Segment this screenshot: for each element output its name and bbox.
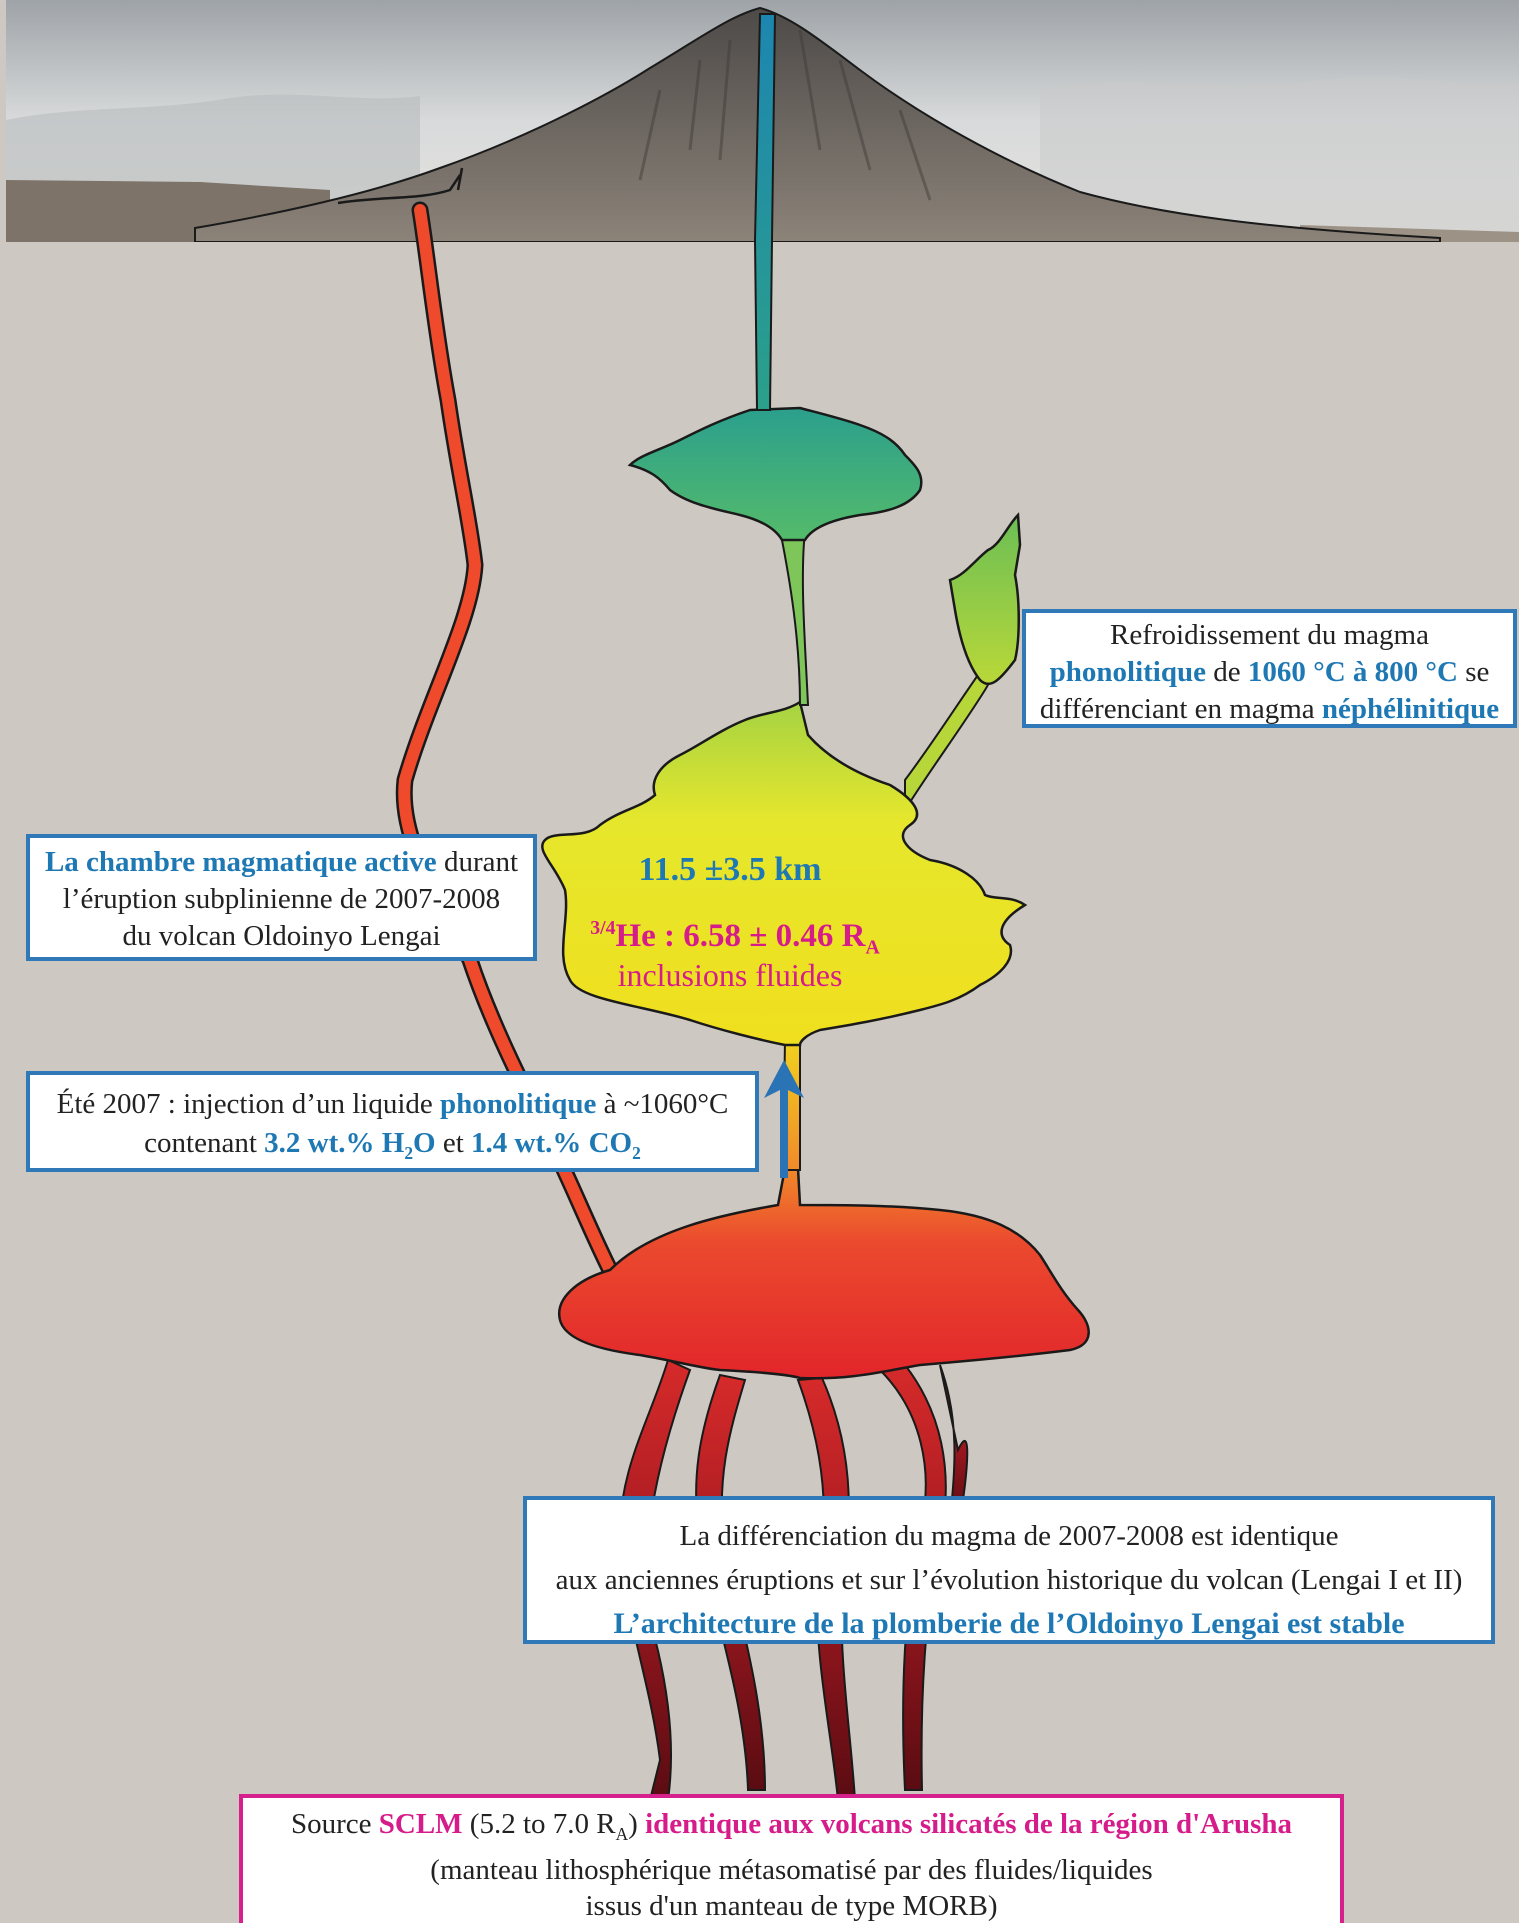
source-ratio-range: (5.2 to 7.0 RA) [469,1808,638,1844]
injection-phonolitique-term: phonolitique [440,1088,597,1120]
phonolitique-term: phonolitique [1049,656,1206,688]
helium-ratio-subscript: A [865,936,880,959]
lower-magma-chamber [557,1166,1090,1380]
helium-ratio-label: 3/4He : 6.58 ± 0.46 RA [565,906,905,970]
cooling-line-1: Refroidissement du magma [1110,619,1429,651]
injection-line-1: Été 2007 : injection d’un liquide phonol… [30,1085,755,1124]
source-line-3: issus d'un manteau de type MORB) [585,1889,998,1922]
stability-annotation-box: La différenciation du magma de 2007-2008… [523,1496,1495,1644]
active-chamber-annotation-box: La chambre magmatique active durant l’ér… [26,834,537,961]
helium-ratio-value: He : 6.58 ± 0.46 R [615,918,866,954]
differentiation-pocket [948,512,1022,686]
co2-content: 1.4 wt.% CO2 [471,1127,641,1163]
h2o-content: 3.2 wt.% H2O [264,1127,436,1163]
sclm-term: SCLM [378,1808,463,1840]
source-word: Source [290,1808,372,1840]
injection-annotation-box: Été 2007 : injection d’un liquide phonol… [26,1071,759,1172]
upper-magma-chamber [627,406,923,542]
active-chamber-line-1: La chambre magmatique active durant [30,844,533,881]
stability-line-3: L’architecture de la plomberie de l’Oldo… [613,1607,1405,1640]
cooling-line-3-prefix: différenciant en magma [1039,693,1315,725]
active-chamber-highlight: La chambre magmatique active [44,846,437,878]
source-annotation-box: Source SCLM (5.2 to 7.0 RA) identique au… [239,1794,1344,1923]
injection-line-1-prefix: Été 2007 : injection d’un liquide [56,1088,433,1120]
nephelinitique-term: néphélinitique [1321,693,1500,725]
injection-word-et: et [442,1127,464,1159]
cooling-annotation-box: Refroidissement du magma phonolitique de… [1022,609,1517,728]
central-conduit [753,13,777,411]
source-line-2: (manteau lithosphérique métasomatisé par… [430,1853,1153,1886]
injection-word-contenant: contenant [144,1127,257,1159]
active-magma-chamber [541,699,1028,1047]
active-chamber-line-2: l’éruption subplinienne de 2007-2008 [62,883,501,915]
stability-line-1: La différenciation du magma de 2007-2008… [679,1520,1339,1552]
fluid-inclusions-label: inclusions fluides [617,957,843,993]
cooling-word-se: se [1465,656,1490,688]
cooling-word-de: de [1213,656,1241,688]
depth-label: 11.5 ±3.5 km [638,851,822,888]
stability-line-2: aux anciennes éruptions et sur l’évoluti… [555,1564,1463,1596]
active-chamber-line-1-rest: durant [443,846,519,878]
injection-line-1-suffix: à ~1060°C [603,1088,729,1120]
injection-line-2: contenant 3.2 wt.% H2O et 1.4 wt.% CO2 [30,1124,755,1173]
injection-arrow-icon [764,1060,804,1178]
temperature-range: 1060 °C à 800 °C [1247,656,1458,688]
helium-isotope-superscript: 3/4 [590,917,616,939]
source-line-1: Source SCLM (5.2 to 7.0 RA) identique au… [243,1806,1340,1852]
cooling-line-3: différenciant en magma néphélinitique [1026,691,1513,728]
cooling-line-2: phonolitique de 1060 °C à 800 °C se [1026,654,1513,691]
source-identity-highlight: identique aux volcans silicatés de la ré… [645,1808,1293,1840]
active-chamber-line-3: du volcan Oldoinyo Lengai [122,920,441,952]
